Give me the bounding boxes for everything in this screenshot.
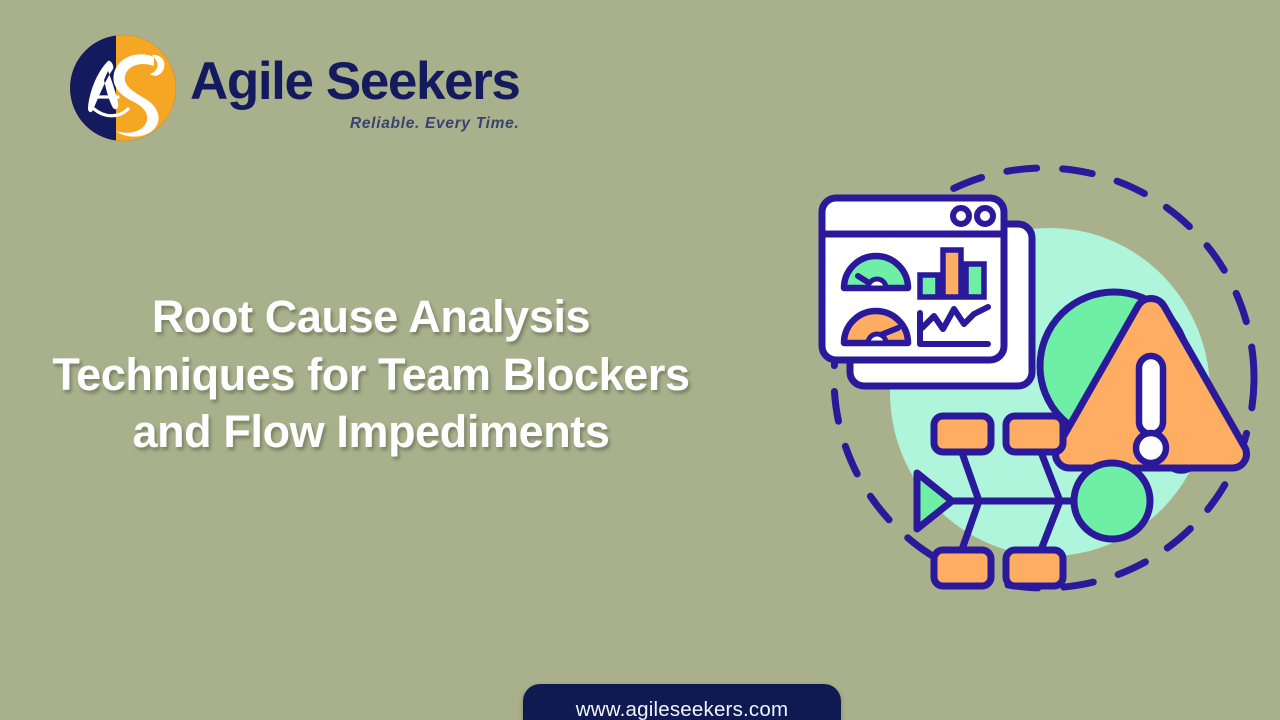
- page-title-line-2: Techniques for Team Blockers: [52, 348, 690, 400]
- fishbone-rib-4: [1035, 497, 1064, 559]
- fishbone-cause-box-4: [1002, 546, 1067, 590]
- brand-logo-block[interactable]: Agile Seekers Reliable. Every Time.: [68, 33, 521, 143]
- window-dot-1: [950, 205, 972, 227]
- fishbone-rib-1: [956, 443, 983, 505]
- line-chart: [917, 304, 991, 347]
- gauge-chart-green: [840, 252, 912, 292]
- fishbone-rib-2: [1035, 443, 1064, 505]
- exclamation-dot: [1132, 429, 1170, 467]
- fishbone-tail: [913, 469, 956, 533]
- website-url-text: www.agileseekers.com: [575, 698, 789, 720]
- fishbone-cause-box-2: [1002, 412, 1067, 456]
- root-cause-analysis-illustration: [812, 128, 1280, 616]
- fishbone-head: [1070, 459, 1154, 543]
- warning-triangle-icon: [1052, 295, 1250, 472]
- dashed-circle-outline: [830, 164, 1258, 592]
- brand-tagline: Reliable. Every Time.: [349, 115, 520, 132]
- fishbone-diagram: [913, 412, 1154, 590]
- exclamation-bar: [1135, 352, 1167, 438]
- fishbone-rib-3: [956, 497, 983, 559]
- page-title-line-1: Root Cause Analysis: [151, 291, 591, 342]
- brand-name: Agile Seekers: [190, 52, 521, 111]
- page-title: Root Cause Analysis Techniques for Team …: [0, 288, 742, 461]
- fishbone-cause-box-1: [930, 412, 995, 456]
- bar-chart: [917, 247, 987, 300]
- agile-seekers-swan-monogram-icon: [68, 33, 178, 143]
- page-title-line-3: and Flow Impediments: [132, 406, 610, 458]
- analytics-dashboard-window: [818, 194, 1008, 364]
- website-url-badge[interactable]: www.agileseekers.com: [523, 684, 841, 720]
- fishbone-cause-box-3: [930, 546, 995, 590]
- brand-wordmark: Agile Seekers Reliable. Every Time.: [190, 33, 521, 133]
- window-dot-2: [974, 205, 996, 227]
- gauge-chart-orange: [840, 307, 912, 347]
